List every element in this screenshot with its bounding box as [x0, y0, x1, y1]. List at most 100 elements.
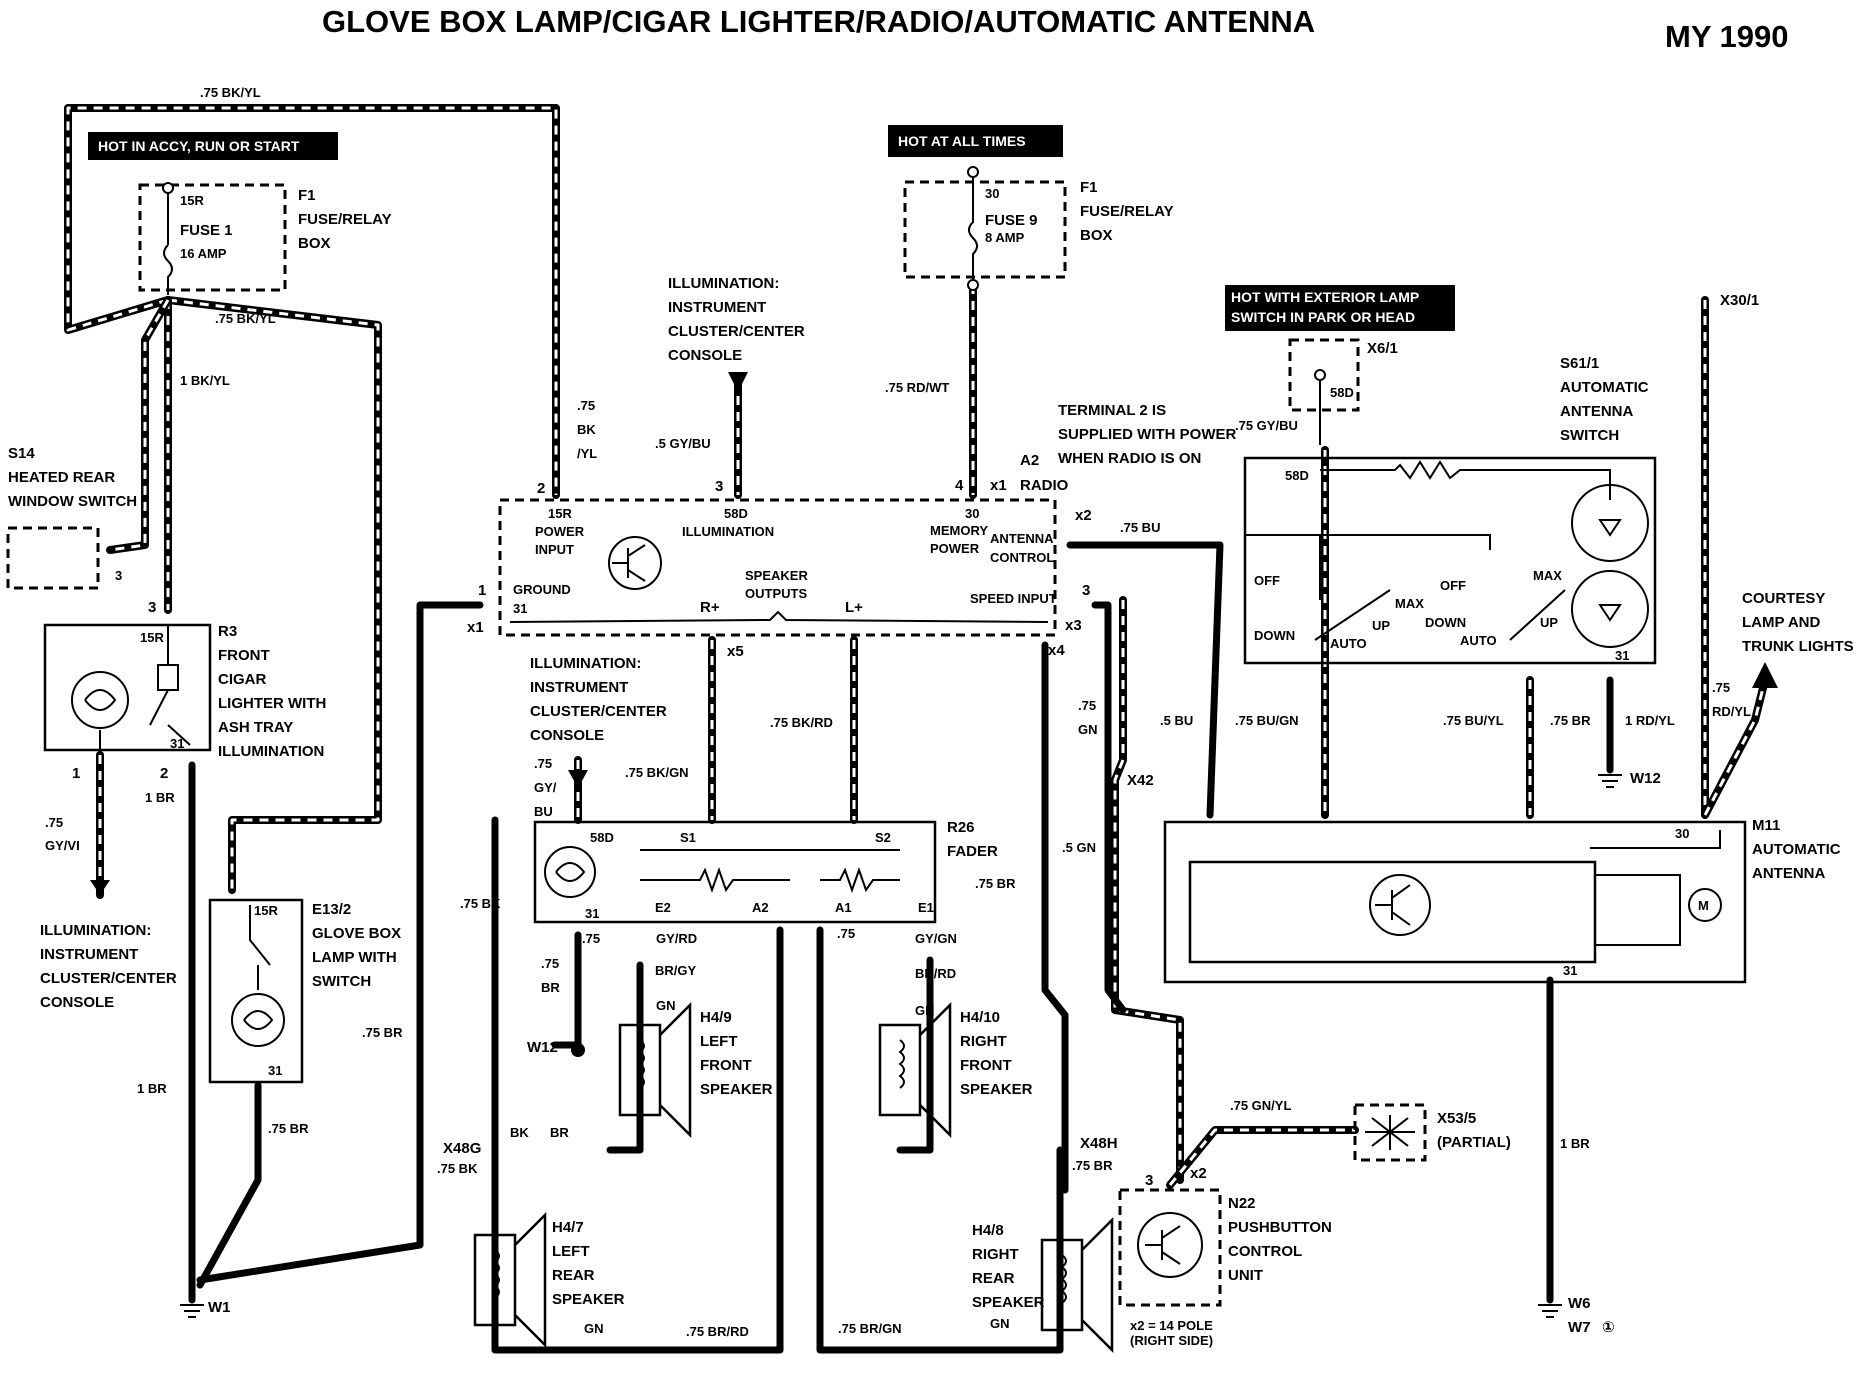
- n22-line2: CONTROL: [1228, 1243, 1302, 1260]
- s61-up-2: UP: [1540, 615, 1558, 630]
- wire-label: .75 GN/YL: [1230, 1098, 1291, 1113]
- illum-left-3: CLUSTER/CENTER: [40, 970, 177, 987]
- wire-group-solid: [188, 541, 1614, 1354]
- wire-label: .75 BR: [1550, 713, 1591, 728]
- wire-label: BR/GY: [655, 963, 697, 978]
- illum-top-1: ILLUMINATION:: [668, 275, 779, 292]
- fader-r26: 58D 31 S1 S2 E2 A2 A1 E1: [533, 820, 937, 924]
- wire-label: .75 RD/WT: [885, 380, 949, 395]
- radio-l-plus: L+: [845, 599, 863, 616]
- wire-label: .75: [541, 956, 559, 971]
- h49-line3: SPEAKER: [700, 1081, 773, 1098]
- s14-pin: 3: [115, 568, 122, 583]
- r3-line4: ASH TRAY: [218, 719, 293, 736]
- illum-top-2: INSTRUMENT: [668, 299, 766, 316]
- h410-line2: FRONT: [960, 1057, 1012, 1074]
- wire-label: .75: [577, 398, 595, 413]
- wire-label: .75: [1712, 680, 1730, 695]
- s61-line1: AUTOMATIC: [1560, 379, 1649, 396]
- illum-mid-3: CLUSTER/CENTER: [530, 703, 667, 720]
- speaker-h47: H4/7 LEFT REAR SPEAKER: [473, 1211, 625, 1349]
- h47-line3: SPEAKER: [552, 1291, 625, 1308]
- wire-label: 1 BR: [1560, 1136, 1590, 1151]
- radio-memory-terminal: 30: [965, 506, 979, 521]
- e13-terminal-bottom: 31: [268, 1063, 282, 1078]
- connector-x48g: X48G: [443, 1140, 481, 1157]
- wire-label: .75 BR/GN: [838, 1321, 902, 1336]
- s14-switch: S14 HEATED REAR WINDOW SWITCH 3: [6, 445, 137, 590]
- s61-terminal-31: 31: [1615, 648, 1629, 663]
- radio-antenna-label-2: CONTROL: [990, 550, 1054, 565]
- hot-exterior-badge: [1225, 285, 1455, 331]
- fuse1-box: 15R FUSE 1 16 AMP F1 FUSE/RELAY BOX: [138, 182, 392, 295]
- wire-label: .75 BK: [437, 1161, 478, 1176]
- r3-terminal-bottom: 31: [170, 736, 184, 751]
- r3-cigar-lighter: 15R 31 3 1 2 R3 FRONT CIGAR LIGHTER WITH…: [43, 599, 326, 782]
- wire-label: .75 BK/YL: [200, 85, 261, 100]
- ground-w6-w7: W6 W7 ①: [1538, 1295, 1615, 1336]
- radio-pin-x3: x3: [1065, 617, 1082, 634]
- connector-x30: X30/1: [1720, 292, 1759, 309]
- wire-label: .75 BR: [975, 876, 1016, 891]
- wire-label: .75 BR: [362, 1025, 403, 1040]
- illum-left-2: INSTRUMENT: [40, 946, 138, 963]
- n22-pin3: 3: [1145, 1172, 1153, 1189]
- r3-line2: CIGAR: [218, 671, 267, 688]
- wire-label: 1 BR: [145, 790, 175, 805]
- r3-pin-top: 3: [148, 599, 156, 616]
- speaker-h49: H4/9 LEFT FRONT SPEAKER: [618, 1001, 773, 1139]
- s61-max-1: MAX: [1395, 596, 1424, 611]
- h49-line1: LEFT: [700, 1033, 738, 1050]
- fader-id: R26: [947, 819, 975, 836]
- illum-mid-1: ILLUMINATION:: [530, 655, 641, 672]
- hot-always-badge: [888, 125, 1063, 157]
- illum-top-3: CLUSTER/CENTER: [668, 323, 805, 340]
- connector-x535-note: (PARTIAL): [1437, 1134, 1511, 1151]
- connector-x535: X53/5: [1437, 1110, 1476, 1127]
- n22-line1: PUSHBUTTON: [1228, 1219, 1332, 1236]
- radio-ground-terminal: 31: [513, 601, 527, 616]
- s14-line2: WINDOW SWITCH: [8, 493, 137, 510]
- radio-memory-label-1: MEMORY: [930, 523, 988, 538]
- n22-note1: x2 = 14 POLE: [1130, 1318, 1213, 1333]
- speaker-h410: H4/10 RIGHT FRONT SPEAKER: [878, 1001, 1033, 1139]
- wire-label: BR: [541, 980, 560, 995]
- wire-label: .75 BR: [1072, 1158, 1113, 1173]
- radio-a2: 15R POWER INPUT 58D ILLUMINATION 30 MEMO…: [467, 477, 1092, 660]
- e13-line2: LAMP WITH: [312, 949, 397, 966]
- wire-label: .5 GN: [1062, 840, 1096, 855]
- wire-label: .75 BR/RD: [686, 1324, 749, 1339]
- hot-accy-label: HOT IN ACCY, RUN OR START: [98, 138, 300, 154]
- x61-terminal: 58D: [1330, 385, 1354, 400]
- s61-up-1: UP: [1372, 618, 1390, 633]
- radio-name: RADIO: [1020, 477, 1069, 494]
- radio-illum-terminal: 58D: [724, 506, 748, 521]
- wire-label: .75 BK: [460, 896, 501, 911]
- radio-pin-1: 1: [478, 582, 486, 599]
- radio-pin-x5: x5: [727, 643, 744, 660]
- n22-pin-x2: x2: [1190, 1165, 1207, 1182]
- radio-pin-x1-top: x1: [990, 477, 1007, 494]
- m11-automatic-antenna: M 30 31: [1163, 820, 1747, 984]
- h48-line3: SPEAKER: [972, 1294, 1045, 1311]
- e13-id: E13/2: [312, 901, 351, 918]
- r3-line3: LIGHTER WITH: [218, 695, 326, 712]
- radio-power-terminal: 15R: [548, 506, 572, 521]
- s61-down-1: DOWN: [1254, 628, 1295, 643]
- hot-always-label: HOT AT ALL TIMES: [898, 133, 1026, 149]
- s61-off-1: OFF: [1254, 573, 1280, 588]
- s14-line1: HEATED REAR: [8, 469, 115, 486]
- ground-w1-label: W1: [208, 1299, 231, 1316]
- radio-speaker-label-1: SPEAKER: [745, 568, 808, 583]
- fader-s2: S2: [875, 830, 891, 845]
- radio-ground-label: GROUND: [513, 582, 571, 597]
- h48-line2: REAR: [972, 1270, 1015, 1287]
- wire-label: BK: [510, 1125, 529, 1140]
- ground-w12-s61-label: W12: [1630, 770, 1661, 787]
- radio-pin-3-right: 3: [1082, 582, 1090, 599]
- radio-power-label-2: INPUT: [535, 542, 574, 557]
- fader-terminal-31: 31: [585, 906, 599, 921]
- ground-w12-fader: W12: [527, 1039, 585, 1057]
- m11-terminal-31: 31: [1563, 963, 1577, 978]
- wire-label: .75 BR: [268, 1121, 309, 1136]
